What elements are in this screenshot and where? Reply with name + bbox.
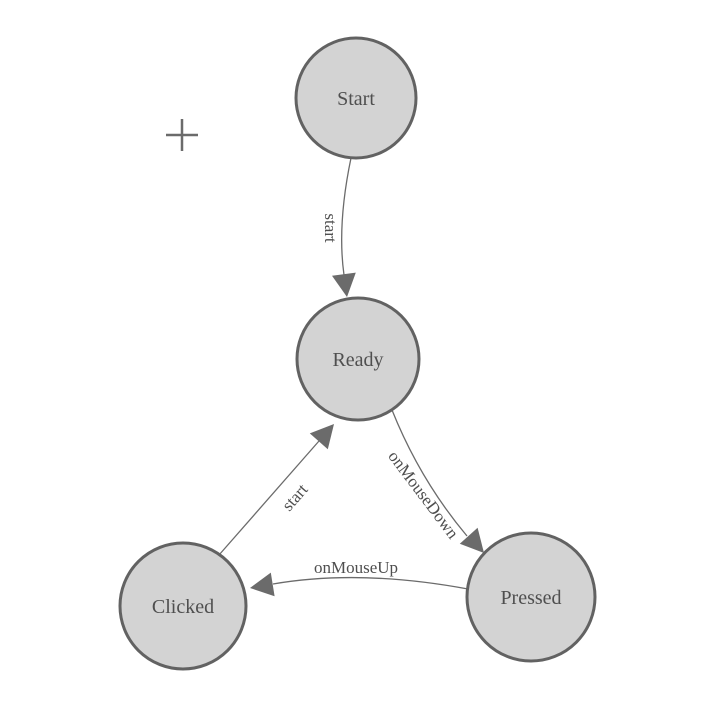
arrowhead-icon bbox=[250, 572, 275, 597]
arrowhead-icon bbox=[332, 272, 356, 297]
node-pressed[interactable]: Pressed bbox=[465, 531, 597, 663]
edge-label-start-diagonal: start bbox=[278, 480, 312, 515]
node-label-ready: Ready bbox=[332, 349, 383, 371]
arrowhead-icon bbox=[459, 527, 484, 553]
edge-label-onmouseup: onMouseUp bbox=[314, 558, 398, 577]
edge-label-start-vertical: start bbox=[321, 213, 340, 243]
edge-clicked-to-ready[interactable]: start bbox=[218, 424, 334, 556]
edge-pressed-to-clicked[interactable]: onMouseUp bbox=[250, 558, 469, 597]
edge-line[interactable] bbox=[218, 440, 320, 556]
edge-start-to-ready[interactable]: start bbox=[321, 157, 356, 297]
node-label-start: Start bbox=[337, 88, 375, 110]
node-start[interactable]: Start bbox=[294, 36, 418, 160]
state-node-circle[interactable] bbox=[295, 296, 421, 422]
edge-ready-to-pressed[interactable]: onMouseDown bbox=[384, 409, 484, 553]
edge-label-onmousedown: onMouseDown bbox=[384, 447, 463, 543]
arrowhead-icon bbox=[309, 424, 334, 450]
edge-line[interactable] bbox=[391, 409, 468, 537]
node-ready[interactable]: Ready bbox=[295, 296, 421, 422]
plus-crosshair-icon bbox=[166, 119, 198, 151]
node-clicked[interactable]: Clicked bbox=[118, 541, 248, 671]
node-label-clicked: Clicked bbox=[152, 596, 214, 618]
edge-line[interactable] bbox=[272, 576, 469, 590]
state-node-circle[interactable] bbox=[465, 531, 597, 663]
edge-line[interactable] bbox=[341, 157, 352, 276]
state-node-circle[interactable] bbox=[294, 36, 418, 160]
state-node-circle[interactable] bbox=[118, 541, 248, 671]
node-label-pressed: Pressed bbox=[500, 587, 561, 609]
